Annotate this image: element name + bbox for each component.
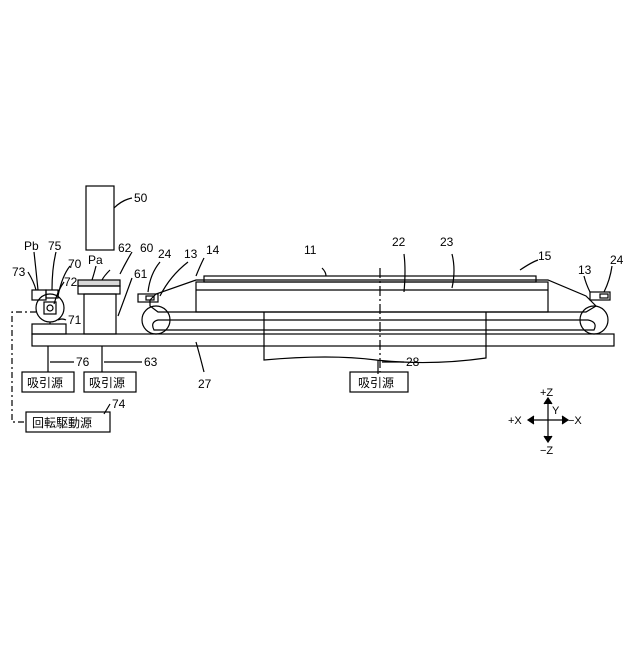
axis-label-minus-z: −Z (540, 445, 553, 457)
clamp-24-right-inner (600, 294, 608, 298)
base-plate (32, 334, 614, 346)
label-62: 62 (118, 241, 132, 255)
label-27: 27 (198, 377, 212, 391)
axis-label-plus-z: +Z (540, 387, 553, 399)
label-72: 72 (64, 275, 78, 289)
suction-source-76-text: 吸引源 (27, 376, 63, 390)
label-70: 70 (68, 257, 82, 271)
axis-label-minus-x: −X (568, 415, 582, 427)
label-14: 14 (206, 243, 220, 257)
leader-13-right (584, 276, 590, 292)
suction-source-63-text: 吸引源 (89, 376, 125, 390)
label-28: 28 (406, 355, 420, 369)
label-13-right: 13 (578, 263, 592, 277)
label-71: 71 (68, 313, 82, 327)
label-75: 75 (48, 239, 62, 253)
label-pa: Pa (88, 253, 103, 267)
leader-60 (120, 252, 132, 274)
head-72-core (47, 305, 53, 311)
label-60: 60 (140, 241, 154, 255)
unit-50 (86, 186, 114, 250)
label-23: 23 (440, 235, 454, 249)
label-61: 61 (134, 267, 148, 281)
leader-pa (92, 266, 96, 280)
wafer-11 (204, 276, 536, 282)
leader-75 (52, 252, 56, 290)
motor-71 (32, 324, 66, 334)
leader-11 (322, 268, 326, 276)
arrow-minus-z (544, 436, 552, 442)
label-pb: Pb (24, 239, 39, 253)
frame-14 (196, 282, 548, 312)
label-63: 63 (144, 355, 158, 369)
label-11: 11 (304, 243, 317, 257)
lower-frame-27 (153, 320, 595, 330)
chuck-table-outline (150, 280, 596, 312)
label-22: 22 (392, 235, 406, 249)
stage-60 (78, 286, 120, 294)
suction-source-28-text: 吸引源 (358, 376, 394, 390)
label-24-right: 24 (610, 253, 624, 267)
leader-24-left (148, 262, 160, 292)
rotation-drive-source-text: 回転駆動源 (32, 416, 92, 430)
leader-24-right (604, 266, 612, 292)
axis-label-plus-x: +X (508, 415, 522, 427)
label-76: 76 (76, 355, 90, 369)
label-50: 50 (134, 191, 148, 205)
leader-15 (520, 260, 538, 270)
axis-label-y: Y (552, 405, 560, 417)
leader-73 (28, 272, 36, 290)
label-13-left: 13 (184, 247, 198, 261)
leader-22 (404, 254, 405, 292)
leader-62 (102, 270, 110, 280)
label-73: 73 (12, 265, 26, 279)
pedestal-61 (84, 294, 116, 334)
leader-71 (58, 319, 66, 320)
leader-23 (452, 254, 454, 288)
pad-62 (78, 280, 120, 286)
label-15: 15 (538, 249, 552, 263)
label-24-left: 24 (158, 247, 172, 261)
label-74: 74 (112, 397, 126, 411)
arrow-plus-x (528, 416, 534, 424)
leader-50 (114, 198, 132, 208)
